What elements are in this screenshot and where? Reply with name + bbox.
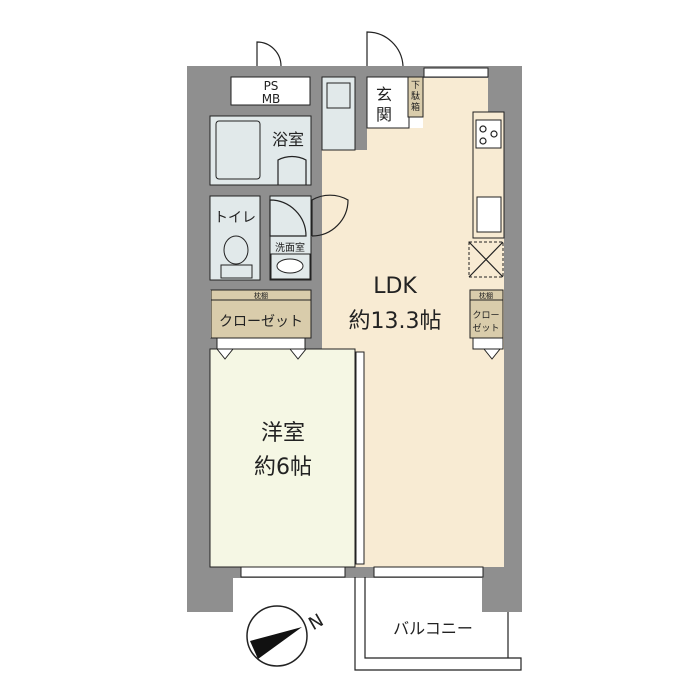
washroom-door[interactable]	[311, 194, 349, 237]
bathtub	[215, 120, 261, 180]
ps-door[interactable]	[256, 41, 282, 67]
closet-left[interactable]	[210, 289, 312, 339]
sliding-partition[interactable]	[355, 351, 365, 565]
compass-north-label: N	[305, 610, 327, 635]
closet-left-doors[interactable]	[216, 337, 306, 350]
shoe-box-label-2: 駄	[411, 90, 420, 102]
bath-door[interactable]	[277, 156, 307, 185]
bath-label: 浴室	[272, 130, 304, 149]
closet-right-label-1: クロー	[472, 310, 499, 321]
closet-left-shelf: 枕棚	[254, 291, 268, 300]
toilet-label: トイレ	[214, 210, 256, 226]
ldk-size: 約13.3帖	[349, 309, 442, 334]
closet-right-door[interactable]	[472, 337, 504, 350]
burner-icon	[479, 137, 487, 145]
shoe-box-label-3: 箱	[411, 101, 420, 113]
washer-pan	[326, 82, 351, 109]
burner-icon	[490, 130, 498, 138]
shoe-box	[407, 76, 424, 118]
balcony-outline	[354, 577, 522, 671]
ps-label: PS	[264, 79, 279, 93]
wash-basin	[276, 258, 304, 274]
compass: N	[246, 605, 327, 667]
balcony-label: バルコニー	[393, 619, 473, 638]
ps-mb-box	[230, 76, 311, 106]
entrance-label-2: 関	[376, 105, 392, 124]
ldk-name: LDK	[373, 274, 417, 299]
ldk-floor-lower	[365, 349, 504, 567]
door-arrow-icon	[215, 348, 308, 360]
closet-left-label: クローゼット	[219, 314, 303, 330]
closet-right-label-2: ゼット	[472, 322, 499, 334]
kitchen-sink	[476, 196, 502, 233]
fridge-cross-icon	[468, 241, 504, 278]
fridge-space	[468, 241, 504, 278]
washroom-label: 洗面室	[275, 241, 305, 254]
toilet-tank	[220, 264, 253, 279]
ldk-window[interactable]	[373, 566, 484, 578]
door-arrow-icon	[482, 348, 502, 360]
shoe-box-label-1: 下	[411, 81, 420, 91]
mb-label: MB	[262, 92, 281, 106]
entrance-label-1: 玄	[376, 85, 392, 104]
toilet-door[interactable]	[269, 199, 307, 237]
closet-right[interactable]	[469, 289, 504, 339]
closet-right-shelf: 枕棚	[479, 291, 493, 300]
bedroom-size: 約6帖	[254, 455, 312, 480]
bedroom-name: 洋室	[261, 421, 305, 446]
burner-icon	[479, 125, 487, 133]
entrance	[366, 76, 410, 129]
ldk-top-window[interactable]	[423, 67, 489, 78]
front-door[interactable]	[366, 31, 404, 67]
toilet-bowl	[223, 235, 249, 265]
bedroom-window[interactable]	[240, 566, 346, 578]
bedroom-floor	[209, 348, 356, 568]
